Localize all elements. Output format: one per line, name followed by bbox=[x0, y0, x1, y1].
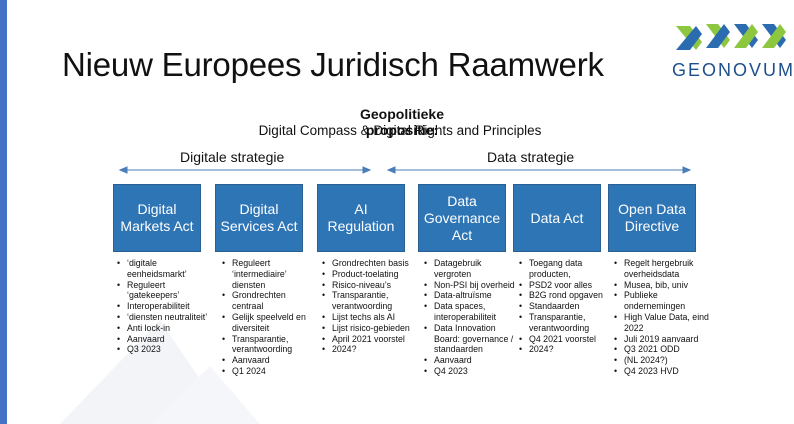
list-item: Reguleert ‘gatekeepers’ bbox=[117, 280, 213, 302]
bullet-list-digital-markets-act: ‘digitale eenheidsmarkt’ Reguleert ‘gate… bbox=[115, 258, 213, 355]
list-item: Transparantie, verantwoording bbox=[519, 312, 615, 334]
list-item: Q3 2023 bbox=[117, 344, 213, 355]
left-accent-bar bbox=[0, 0, 7, 424]
act-box-open-data-directive: Open Data Directive bbox=[608, 184, 696, 252]
list-item: Data Innovation Board: governance / stan… bbox=[424, 323, 520, 355]
list-item: B2G rond opgaven bbox=[519, 290, 615, 301]
proposition-title: Geopolitieke propositie: bbox=[359, 106, 445, 138]
act-title: AI Regulation bbox=[327, 201, 395, 234]
data-strategy-label: Data strategie bbox=[487, 149, 575, 165]
data-strategy-arrow bbox=[386, 166, 692, 174]
list-item: Reguleert ‘intermediaire’ diensten bbox=[222, 258, 318, 290]
list-item: Aanvaard bbox=[222, 355, 318, 366]
list-item: Lijst risico-gebieden bbox=[322, 323, 418, 334]
list-item: Q4 2021 voorstel bbox=[519, 334, 615, 345]
act-box-digital-services-act: Digital Services Act bbox=[215, 184, 303, 252]
list-item: Aanvaard bbox=[117, 334, 213, 345]
list-item: Regelt hergebruik overheidsdata bbox=[614, 258, 710, 280]
act-box-ai-regulation: AI Regulation bbox=[317, 184, 405, 252]
list-item: Publieke ondernemingen bbox=[614, 290, 710, 312]
bullet-list-digital-services-act: Reguleert ‘intermediaire’ diensten Grond… bbox=[220, 258, 318, 377]
list-item: Toegang data producten, bbox=[519, 258, 615, 280]
list-item: ‘digitale eenheidsmarkt’ bbox=[117, 258, 213, 280]
bullet-list-data-governance-act: Datagebruik vergroten Non-PSI bij overhe… bbox=[422, 258, 520, 377]
list-item: Q4 2023 bbox=[424, 366, 520, 377]
list-item: Gelijk speelveld en diversiteit bbox=[222, 312, 318, 334]
list-item: Risico-niveau’s bbox=[322, 280, 418, 291]
slide-title: Nieuw Europees Juridisch Raamwerk bbox=[62, 46, 604, 83]
list-item: Anti lock-in bbox=[117, 323, 213, 334]
list-item: (NL 2024?) bbox=[614, 355, 710, 366]
list-item: Standaarden bbox=[519, 301, 615, 312]
list-item: Q3 2021 ODD bbox=[614, 344, 710, 355]
bullet-list-data-act: Toegang data producten, PSD2 voor alles … bbox=[517, 258, 615, 355]
list-item: Interoperabiliteit bbox=[117, 301, 213, 312]
list-item: Non-PSI bij overheid bbox=[424, 280, 520, 291]
list-item: Juli 2019 aanvaard bbox=[614, 334, 710, 345]
list-item: Musea, bib, univ bbox=[614, 280, 710, 291]
list-item: Data spaces, interoperabiliteit bbox=[424, 301, 520, 323]
list-item: Q1 2024 bbox=[222, 366, 318, 377]
list-item: Grondrechten basis bbox=[322, 258, 418, 269]
act-box-data-act: Data Act bbox=[513, 184, 601, 252]
act-title: Data Governance Act bbox=[423, 192, 501, 243]
list-item: April 2021 voorstel bbox=[322, 334, 418, 345]
proposition-subtitle: Digital Compass & Digital Rights and Pri… bbox=[258, 123, 542, 138]
list-item: Data-altruïsme bbox=[424, 290, 520, 301]
list-item: 2024? bbox=[519, 344, 615, 355]
list-item: Transparantie, verantwoording bbox=[322, 290, 418, 312]
list-item: PSD2 voor alles bbox=[519, 280, 615, 291]
list-item: High Value Data, eind 2022 bbox=[614, 312, 710, 334]
act-box-data-governance-act: Data Governance Act bbox=[418, 184, 506, 252]
geonovum-logo: GEONOVUM bbox=[672, 16, 794, 86]
act-title: Data Act bbox=[530, 209, 584, 226]
list-item: Q4 2023 HVD bbox=[614, 366, 710, 377]
list-item: Lijst techs als AI bbox=[322, 312, 418, 323]
list-item: 2024? bbox=[322, 344, 418, 355]
list-item: Grondrechten centraal bbox=[222, 290, 318, 312]
list-item: Aanvaard bbox=[424, 355, 520, 366]
list-item: Transparantie, verantwoording bbox=[222, 334, 318, 356]
act-title: Open Data Directive bbox=[618, 201, 686, 234]
list-item: Product-toelating bbox=[322, 269, 418, 280]
logo-wordmark: GEONOVUM bbox=[672, 60, 794, 80]
list-item: ‘diensten neutraliteit’ bbox=[117, 312, 213, 323]
digital-strategy-label: Digitale strategie bbox=[180, 149, 285, 165]
geonovum-logo-mark bbox=[676, 24, 786, 50]
list-item: Datagebruik vergroten bbox=[424, 258, 520, 280]
act-title: Digital Services Act bbox=[220, 201, 298, 234]
digital-strategy-arrow bbox=[118, 166, 372, 174]
bullet-list-open-data-directive: Regelt hergebruik overheidsdata Musea, b… bbox=[612, 258, 710, 377]
bullet-list-ai-regulation: Grondrechten basis Product-toelating Ris… bbox=[320, 258, 418, 355]
act-title: Digital Markets Act bbox=[120, 201, 194, 234]
act-box-digital-markets-act: Digital Markets Act bbox=[113, 184, 201, 252]
